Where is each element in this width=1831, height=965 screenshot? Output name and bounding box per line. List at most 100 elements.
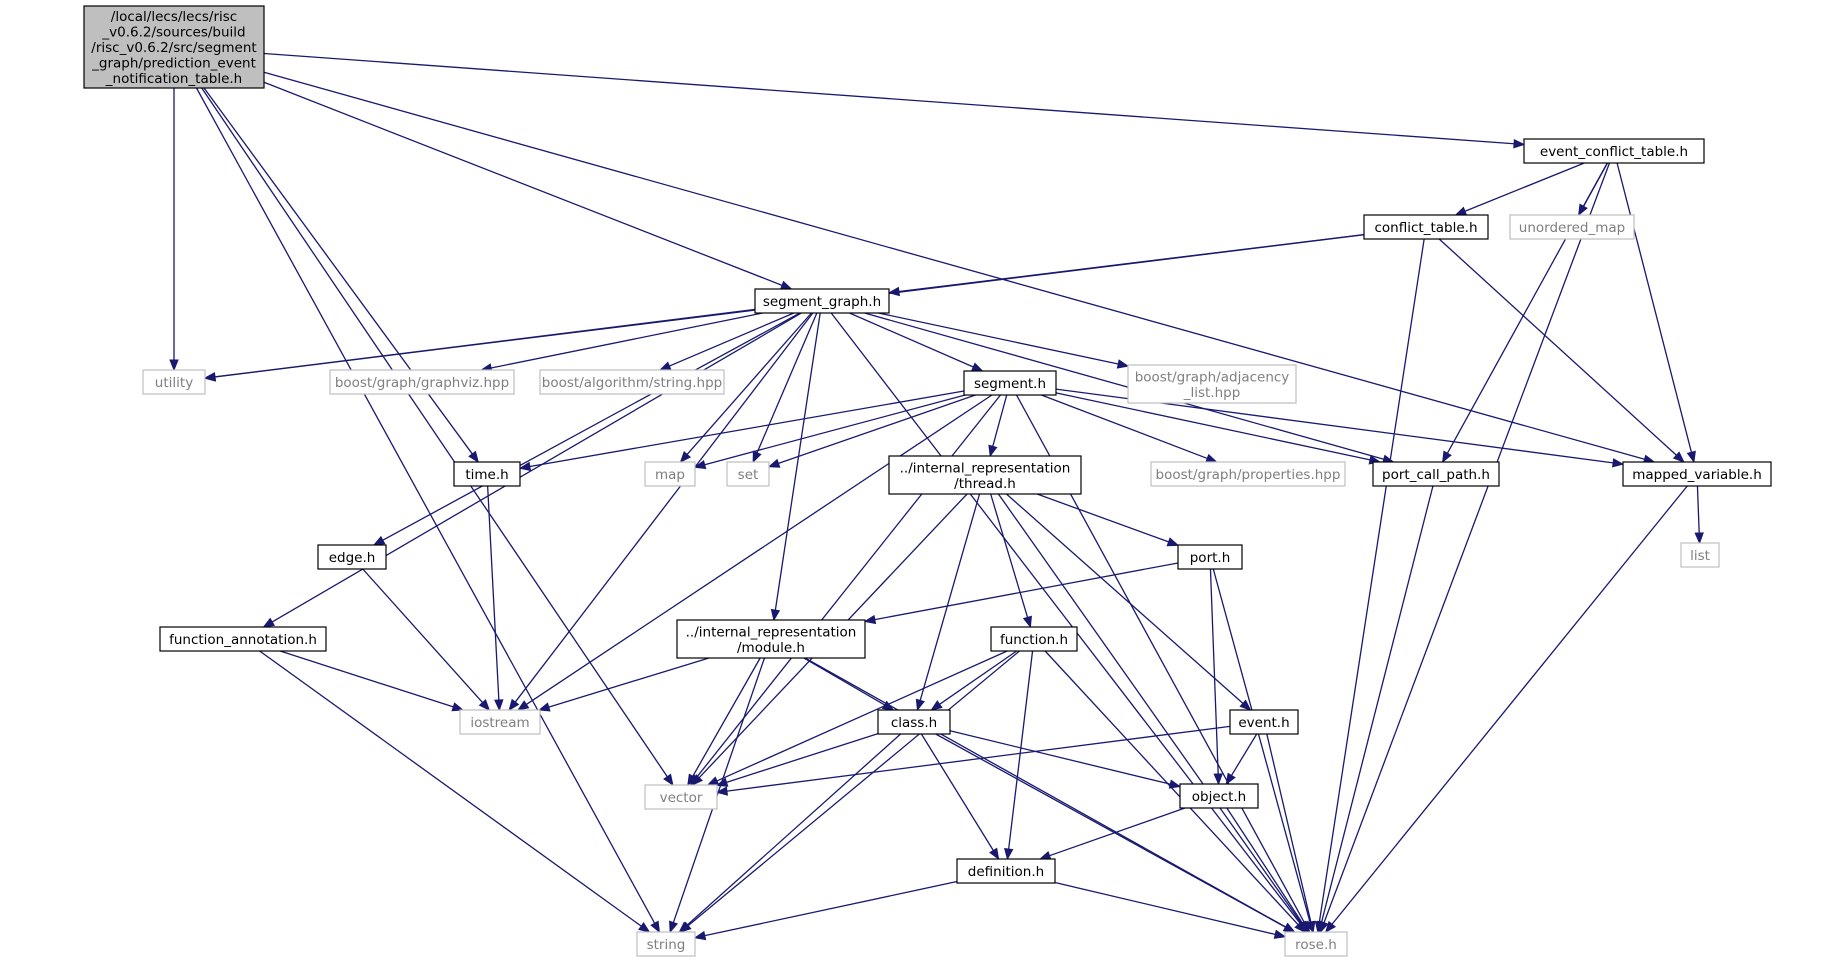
edge-class-to-object xyxy=(949,730,1182,789)
arrowhead-icon xyxy=(1116,359,1130,369)
node-label-line: segment.h xyxy=(974,376,1046,392)
edge-line xyxy=(195,87,656,924)
node-module[interactable]: ../internal_representation/module.h xyxy=(676,619,866,659)
arrowhead-icon xyxy=(887,286,900,297)
edge-line xyxy=(1616,162,1693,453)
edge-class-to-string xyxy=(678,733,902,933)
node-box xyxy=(754,288,890,314)
arrowhead-icon xyxy=(468,450,479,464)
node-class[interactable]: class.h xyxy=(877,709,951,735)
edge-class-to-definition xyxy=(920,733,1000,861)
node-event-conflict-table[interactable]: event_conflict_table.h xyxy=(1523,138,1705,164)
edge-line xyxy=(1446,162,1608,454)
node-set: set xyxy=(726,461,770,487)
edge-line xyxy=(726,732,879,783)
edge-line xyxy=(1054,881,1276,936)
node-label-line: port_call_path.h xyxy=(1382,467,1490,483)
node-label-line: edge.h xyxy=(329,550,376,566)
arrowhead-icon xyxy=(1686,450,1696,464)
edge-line xyxy=(774,312,821,611)
node-src[interactable]: /local/lecs/lecs/risc_v0.6.2/sources/bui… xyxy=(83,5,265,89)
node-event[interactable]: event.h xyxy=(1229,709,1299,735)
edge-line xyxy=(1464,162,1585,212)
arrowhead-icon xyxy=(1694,532,1704,545)
edge-line xyxy=(1036,493,1169,543)
arrowhead-icon xyxy=(494,699,504,712)
node-box xyxy=(1372,461,1500,487)
node-map: map xyxy=(644,461,696,487)
edge-module-to-string xyxy=(669,657,766,934)
arrowhead-icon xyxy=(169,359,179,372)
edge-thread-to-class xyxy=(915,493,981,712)
edge-line xyxy=(830,312,1302,925)
edge-object-to-definition xyxy=(1038,807,1186,860)
edge-line xyxy=(1323,162,1611,923)
edge-line xyxy=(1318,238,1425,923)
arrowhead-icon xyxy=(1239,699,1252,711)
edge-edge-to-iostream xyxy=(362,568,491,712)
edge-line xyxy=(271,312,802,623)
node-utility: utility xyxy=(142,369,206,395)
edge-definition-to-string xyxy=(693,880,958,941)
edge-line xyxy=(756,312,818,454)
node-conflict-table[interactable]: conflict_table.h xyxy=(1363,214,1489,240)
node-box xyxy=(1509,214,1635,240)
node-function[interactable]: function.h xyxy=(990,626,1078,652)
edge-line xyxy=(214,308,756,378)
edge-src-to-time xyxy=(203,87,479,464)
node-box xyxy=(329,369,515,395)
arrowhead-icon xyxy=(678,921,691,933)
node-list: list xyxy=(1680,542,1720,568)
node-port-call-path[interactable]: port_call_path.h xyxy=(1372,461,1500,487)
node-edge[interactable]: edge.h xyxy=(317,544,387,570)
node-label-line: boost/graph/graphviz.hpp xyxy=(335,375,509,391)
node-rose: rose.h xyxy=(1284,931,1348,957)
node-box xyxy=(453,461,521,487)
edge-line xyxy=(669,312,795,367)
node-vector: vector xyxy=(644,784,718,810)
node-mapped-variable[interactable]: mapped_variable.h xyxy=(1622,461,1772,487)
node-label-line: boost/graph/properties.hpp xyxy=(1156,467,1341,483)
node-thread[interactable]: ../internal_representation/thread.h xyxy=(888,455,1082,495)
arrowhead-icon xyxy=(650,920,661,934)
edge-line xyxy=(686,733,902,926)
edge-segment_graph-to-function_annotation xyxy=(262,312,802,628)
node-function-annotation[interactable]: function_annotation.h xyxy=(159,626,327,652)
node-time[interactable]: time.h xyxy=(453,461,521,487)
node-object[interactable]: object.h xyxy=(1179,783,1259,809)
arrowhead-icon xyxy=(1166,537,1180,547)
arrowhead-icon xyxy=(1454,206,1468,216)
edge-line xyxy=(672,657,766,923)
arrowhead-icon xyxy=(970,362,984,372)
edge-module-to-iostream xyxy=(537,657,710,712)
arrowhead-icon xyxy=(1225,772,1236,786)
node-definition[interactable]: definition.h xyxy=(956,858,1056,884)
node-port[interactable]: port.h xyxy=(1177,544,1243,570)
arrowhead-icon xyxy=(451,702,465,712)
node-label-line: ../internal_representation xyxy=(686,624,857,640)
edge-line xyxy=(362,568,484,703)
node-box xyxy=(459,709,541,735)
node-segment[interactable]: segment.h xyxy=(963,370,1057,396)
edge-module-to-vector xyxy=(687,657,761,787)
arrowhead-icon xyxy=(693,930,707,941)
node-box xyxy=(539,369,725,395)
arrowhead-icon xyxy=(518,461,532,472)
edge-event_conflict_table-to-port_call_path xyxy=(1441,162,1608,464)
arrowhead-icon xyxy=(687,773,698,787)
arrowhead-icon xyxy=(669,920,679,934)
node-segment-graph[interactable]: segment_graph.h xyxy=(754,288,890,314)
edge-event_conflict_table-to-rose xyxy=(1319,162,1611,934)
node-box xyxy=(963,370,1057,396)
edge-conflict_table-to-mapped_variable xyxy=(1438,238,1685,463)
edge-src-to-mapped_variable xyxy=(263,71,1656,464)
node-label-line: /local/lecs/lecs/risc xyxy=(111,9,237,25)
arrowhead-icon xyxy=(372,535,386,546)
arrowhead-icon xyxy=(1306,920,1316,934)
edge-line xyxy=(1230,733,1258,776)
node-label-line: object.h xyxy=(1192,789,1246,805)
node-label-line: _list.hpp xyxy=(1183,385,1241,401)
edge-line xyxy=(1049,807,1186,857)
node-label-line: utility xyxy=(155,375,193,391)
